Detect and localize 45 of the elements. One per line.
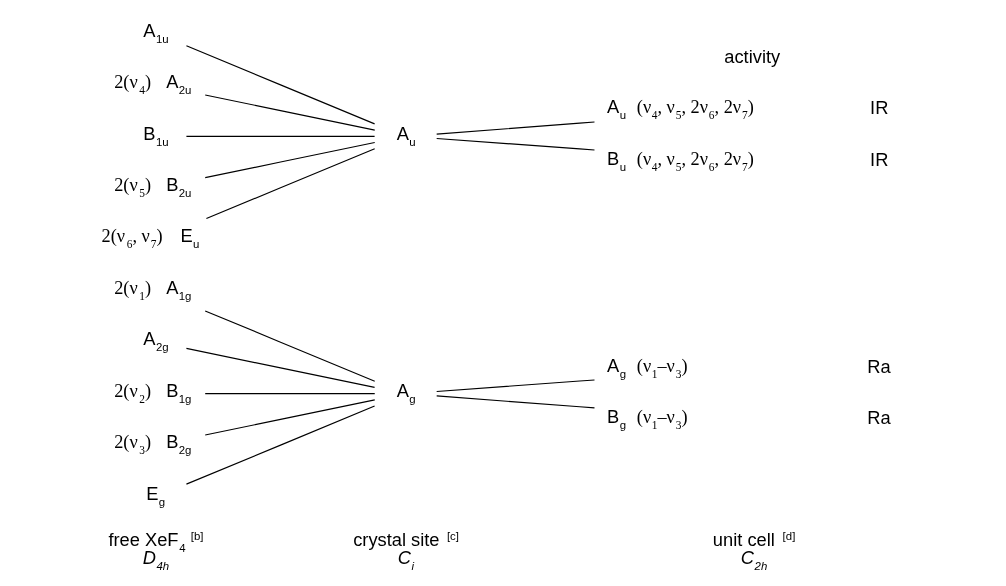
connector bbox=[204, 399, 376, 436]
connector bbox=[204, 141, 376, 179]
node-text: A$_{g}$ bbox=[607, 354, 627, 380]
connector bbox=[185, 347, 376, 388]
connector bbox=[205, 148, 376, 220]
connector bbox=[436, 137, 596, 151]
node-text: A$_{u}$ bbox=[396, 122, 416, 148]
node-text: E$_{g}$ bbox=[146, 482, 166, 508]
connector bbox=[185, 405, 376, 485]
connector bbox=[185, 45, 376, 125]
connector bbox=[436, 379, 596, 393]
connector bbox=[204, 393, 376, 395]
node-label: 2(ν$_{2}$) bbox=[114, 380, 152, 405]
connector bbox=[204, 94, 376, 131]
connector bbox=[185, 135, 376, 137]
node-label: Ra bbox=[867, 407, 891, 429]
node-label: Ra bbox=[867, 355, 891, 377]
connector bbox=[436, 121, 596, 135]
node-text: A$_{1g}$ bbox=[166, 276, 192, 302]
node-label: IR bbox=[870, 148, 889, 170]
node-text: B$_{2u}$ bbox=[166, 173, 192, 199]
label: activity bbox=[724, 45, 781, 67]
node-text: B$_{g}$ bbox=[607, 406, 627, 432]
node-text: B$_{1u}$ bbox=[143, 122, 169, 148]
node-label: 2(ν$_{4}$) bbox=[114, 72, 152, 97]
node-text: A$_{g}$ bbox=[396, 379, 416, 405]
node-label: 2(ν$_{5}$) bbox=[114, 174, 152, 199]
node-label: (ν$_{1}$–ν$_{3}$) bbox=[636, 355, 688, 380]
node-label: (ν$_{4}$, ν$_{5}$, 2ν$_{6}$, 2ν$_{7}$) bbox=[636, 148, 754, 173]
node-text: A$_{2g}$ bbox=[143, 328, 169, 354]
node-label: (ν$_{1}$–ν$_{3}$) bbox=[636, 407, 688, 432]
node-text: A$_{u}$ bbox=[607, 96, 627, 122]
node-text: B$_{u}$ bbox=[607, 147, 627, 173]
node-text: A$_{1u}$ bbox=[143, 19, 169, 45]
node-label: IR bbox=[870, 97, 889, 119]
node-text: A$_{2u}$ bbox=[166, 71, 192, 97]
node-label: 2(ν$_{6}$, ν$_{7}$) bbox=[101, 226, 163, 251]
node-label: 2(ν$_{3}$) bbox=[114, 432, 152, 457]
node-label: (ν$_{4}$, ν$_{5}$, 2ν$_{6}$, 2ν$_{7}$) bbox=[636, 97, 754, 122]
node-label: 2(ν$_{1}$) bbox=[114, 277, 152, 302]
node-text: B$_{2g}$ bbox=[166, 431, 192, 457]
node-text: E$_{u}$ bbox=[180, 225, 200, 251]
node-text: B$_{1g}$ bbox=[166, 379, 192, 405]
connector bbox=[436, 395, 596, 409]
connector bbox=[204, 310, 376, 382]
